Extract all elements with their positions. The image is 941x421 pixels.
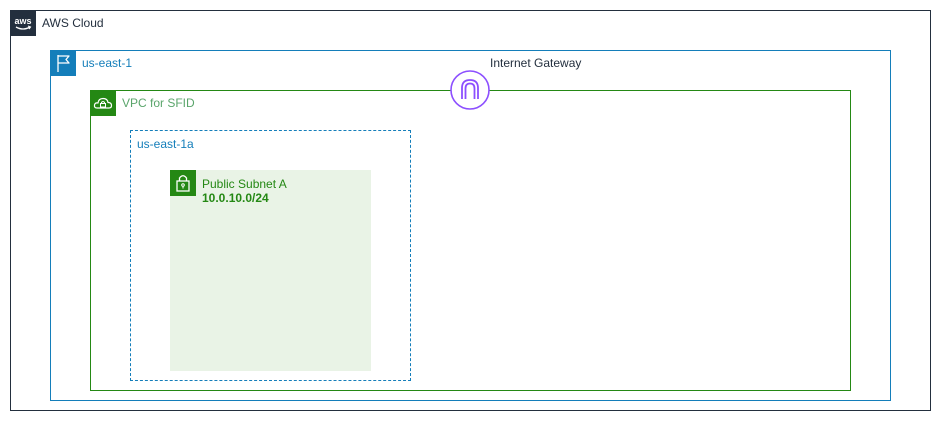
flag-icon bbox=[50, 50, 76, 76]
internet-gateway-icon bbox=[450, 70, 490, 110]
vpc-label: VPC for SFID bbox=[122, 96, 195, 110]
region-group bbox=[50, 50, 891, 401]
aws-logo-text: aws bbox=[14, 16, 31, 26]
aws-cloud-group bbox=[10, 10, 931, 411]
availability-zone-group bbox=[130, 130, 411, 381]
aws-cloud-label: AWS Cloud bbox=[42, 16, 104, 30]
availability-zone-label: us-east-1a bbox=[137, 137, 194, 151]
cloud-lock-icon bbox=[90, 90, 116, 116]
subnet-name: Public Subnet A bbox=[202, 177, 287, 191]
aws-logo-icon: aws bbox=[10, 10, 36, 36]
padlock-icon bbox=[170, 170, 196, 196]
public-subnet-group bbox=[170, 170, 371, 371]
internet-gateway-label: Internet Gateway bbox=[490, 56, 582, 70]
region-label: us-east-1 bbox=[82, 56, 133, 70]
subnet-cidr: 10.0.10.0/24 bbox=[202, 191, 269, 205]
